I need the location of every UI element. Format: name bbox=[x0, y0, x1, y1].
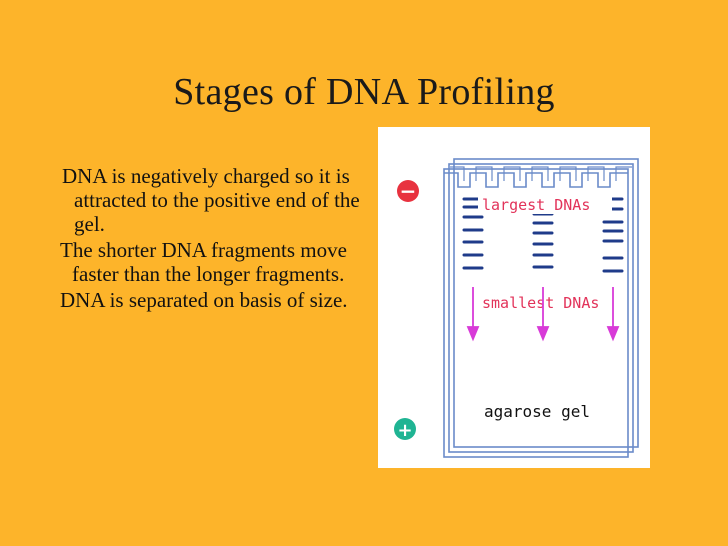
comb-wells bbox=[444, 172, 628, 188]
lane-1-bands bbox=[462, 197, 484, 270]
positive-electrode-icon bbox=[394, 418, 416, 440]
negative-electrode-icon bbox=[397, 180, 419, 202]
arrow-lane-2-head-icon bbox=[536, 326, 550, 342]
bullet-item-size: DNA is separated on basis of size. bbox=[60, 288, 348, 312]
positive-electrode-sign: + bbox=[397, 420, 412, 441]
agarose-gel-label: agarose gel bbox=[484, 402, 590, 421]
gel-electrophoresis-figure: − + bbox=[378, 127, 650, 468]
gel-plate-front bbox=[443, 168, 629, 458]
bullet-item-charge: DNA is negatively charged so it is attra… bbox=[62, 164, 360, 236]
migration-arrows bbox=[466, 287, 620, 342]
arrow-lane-3-head-icon bbox=[606, 326, 620, 342]
negative-electrode-sign: − bbox=[400, 179, 417, 203]
comb-wells-shadow bbox=[450, 166, 632, 181]
bullet-list: DNA is negatively charged so it is attra… bbox=[60, 164, 370, 314]
gel-plates bbox=[443, 158, 639, 458]
gel-diagram: − + bbox=[394, 158, 639, 458]
gel-plate-middle bbox=[448, 163, 634, 453]
smallest-dnas-label: smallest DNAs bbox=[482, 294, 599, 312]
largest-label-backdrop bbox=[478, 194, 612, 214]
bullet-item-speed: The shorter DNA fragments move faster th… bbox=[60, 238, 347, 286]
gel-plate-back bbox=[453, 158, 639, 448]
slide-title: Stages of DNA Profiling bbox=[173, 71, 555, 113]
largest-dnas-label: largest DNAs bbox=[482, 196, 590, 214]
smallest-label-backdrop bbox=[478, 291, 626, 313]
arrow-lane-1-head-icon bbox=[466, 326, 480, 342]
